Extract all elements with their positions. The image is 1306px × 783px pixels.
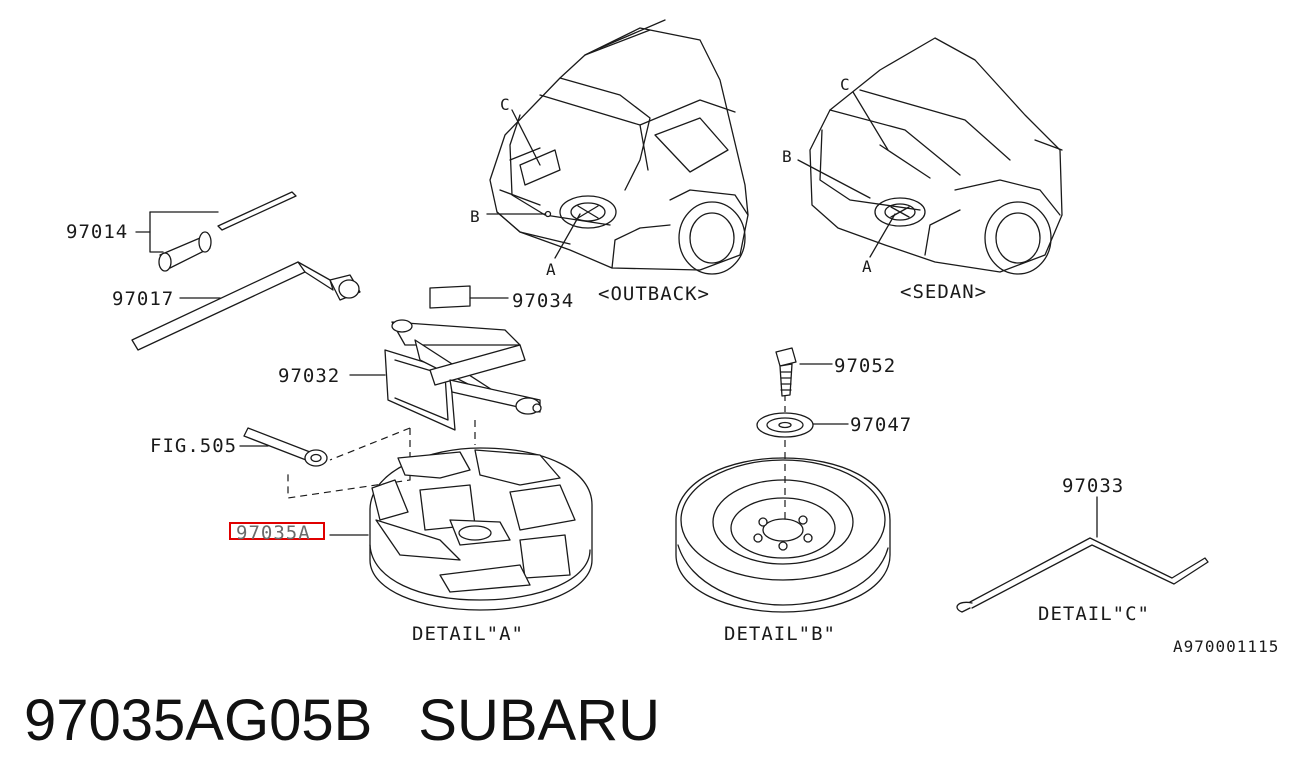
diagram-reference-code: A970001115 <box>1173 637 1279 656</box>
sedan-view-letter-a: A <box>862 257 873 276</box>
outback-view-letter-a: A <box>546 260 557 279</box>
screwdriver-set-illustration: 97014 <box>66 191 297 272</box>
callout-fig-505: FIG.505 <box>150 435 237 457</box>
callout-97017: 97017 <box>112 288 174 310</box>
callout-97032: 97032 <box>278 365 340 387</box>
callout-97035a[interactable]: 97035A <box>236 522 311 544</box>
part-caption: 97035AG05B SUBARU <box>24 676 660 766</box>
sedan-vehicle-illustration <box>809 37 1063 275</box>
outback-view-letter-b: B <box>470 207 481 226</box>
highlighted-part-box[interactable] <box>229 522 325 540</box>
detail-b-label: DETAIL"B" <box>724 623 836 645</box>
callout-97014: 97014 <box>66 221 128 243</box>
sedan-callouts: C B A <SEDAN> <box>782 75 987 303</box>
hold-down-bolt-illustration: 97052 <box>775 347 896 397</box>
spare-tire-illustration <box>675 457 891 613</box>
outback-vehicle-illustration <box>489 19 749 275</box>
callout-97034: 97034 <box>512 290 574 312</box>
outback-view-letter-c: C <box>500 95 511 114</box>
assembly-guide-line <box>287 427 411 499</box>
outback-callouts: C B A <OUTBACK> <box>470 95 710 305</box>
sedan-view-letter-b: B <box>782 147 793 166</box>
lug-wrench-illustration: 97017 <box>112 261 361 351</box>
tow-hook-illustration: FIG.505 <box>150 427 328 467</box>
detail-c-label: DETAIL"C" <box>1038 603 1150 625</box>
brand-name: SUBARU <box>418 688 661 753</box>
callout-97052: 97052 <box>834 355 896 377</box>
callout-97033: 97033 <box>1062 475 1124 497</box>
sedan-view-letter-c: C <box>840 75 851 94</box>
part-number: 97035AG05B <box>24 688 373 753</box>
callout-97047: 97047 <box>850 414 912 436</box>
tool-tray-illustration <box>329 447 593 611</box>
detail-a-label: DETAIL"A" <box>412 623 524 645</box>
scissor-jack-illustration: 97032 <box>278 319 542 431</box>
jack-label-illustration: 97034 <box>429 285 574 312</box>
support-rod-illustration: 97033 <box>956 475 1209 613</box>
washer-illustration: 97047 <box>756 412 912 438</box>
sedan-view-title: <SEDAN> <box>900 281 987 303</box>
outback-view-title: <OUTBACK> <box>598 283 710 305</box>
